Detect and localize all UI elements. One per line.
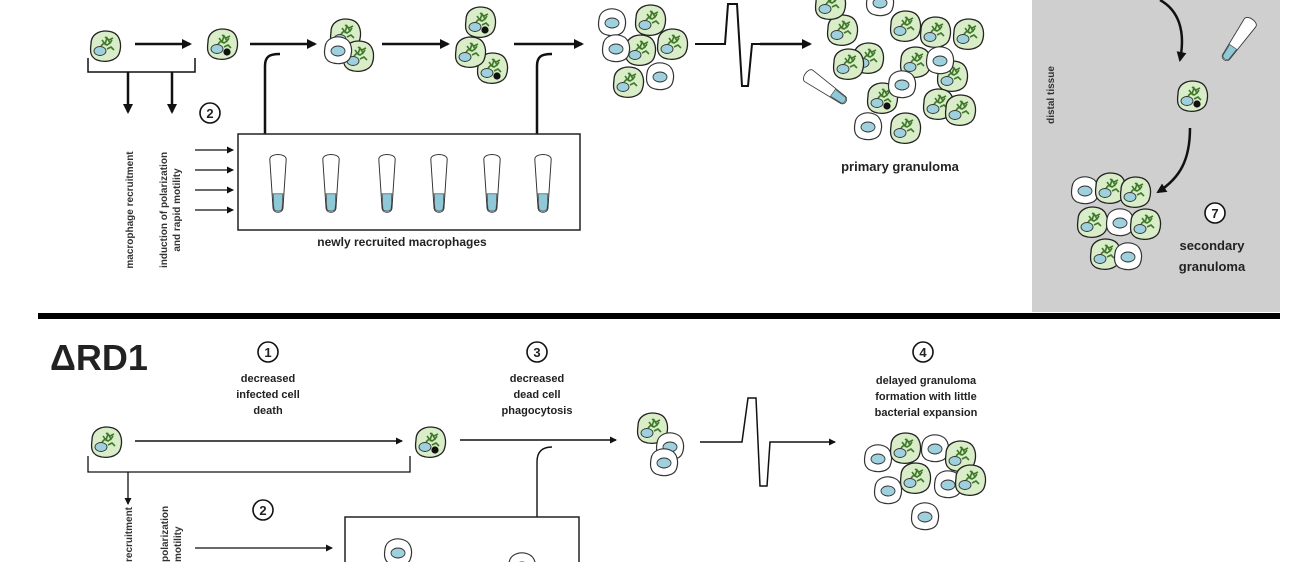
polarization-label-line2: motility xyxy=(173,526,184,562)
step-2-number: 2 xyxy=(206,106,213,121)
primary-granuloma-label: primary granuloma xyxy=(841,159,960,174)
step-1-label-line2: infected cell xyxy=(236,389,300,401)
polarization-label-line2: and rapid motility xyxy=(172,168,183,252)
step-4-label-line2: formation with little xyxy=(875,391,976,403)
recruited-macrophages-caption: newly recruited macrophages xyxy=(317,235,487,249)
macrophage-cluster-icon xyxy=(597,4,689,99)
infected-macrophage-icon xyxy=(1178,81,1208,111)
recruit-connector-line xyxy=(535,52,553,138)
step-2b-badge xyxy=(252,499,274,521)
secondary-granuloma-label-line2: granuloma xyxy=(1179,259,1246,274)
step-3-label-line1: decreased xyxy=(510,373,564,385)
macrophage-cluster-icon xyxy=(323,18,375,73)
step-1-number: 1 xyxy=(264,345,271,360)
step-3-label-line2: dead cell xyxy=(513,389,560,401)
recruited-macrophages-box xyxy=(344,516,580,562)
infected-macrophage-icon xyxy=(208,29,238,59)
macrophage-cluster-icon xyxy=(636,412,685,477)
step-1-badge xyxy=(257,341,279,363)
step-4-number: 4 xyxy=(919,345,927,360)
step-7-badge xyxy=(1204,202,1226,224)
infected-macrophage-icon xyxy=(416,427,446,457)
bracket xyxy=(87,58,196,73)
bracket xyxy=(87,456,411,473)
distal-tissue-panel xyxy=(1032,0,1280,312)
step-3-label-line3: phagocytosis xyxy=(502,405,573,417)
macrophage-recruitment-label: macrophage recruitment xyxy=(125,151,136,269)
infected-macrophage-icon xyxy=(90,426,123,459)
step-3-badge xyxy=(526,341,548,363)
step-1-label-line1: decreased xyxy=(241,373,295,385)
polarization-label-line1: polarization xyxy=(160,506,171,562)
step-4-label-line1: delayed granuloma xyxy=(876,375,977,387)
macrophage-cluster-icon xyxy=(454,7,508,83)
step-2-badge xyxy=(199,102,221,124)
section-divider xyxy=(38,313,1280,319)
arrow xyxy=(1159,0,1187,62)
recruitment-label: recruitment xyxy=(124,506,135,562)
polarization-label-line1: induction of polarization xyxy=(159,152,170,268)
step-1-label-line3: death xyxy=(253,405,283,417)
step-4-label-line3: bacterial expansion xyxy=(875,407,978,419)
secondary-granuloma-label-line1: secondary xyxy=(1179,238,1245,253)
time-break-symbol xyxy=(695,3,760,87)
infected-macrophage-icon xyxy=(89,30,122,63)
recruited-macrophages-box xyxy=(237,133,581,231)
primary-granuloma-icon xyxy=(800,0,985,145)
recruit-connector-line xyxy=(263,52,281,138)
time-break-symbol xyxy=(700,397,790,487)
delayed-granuloma-icon xyxy=(863,432,987,531)
step-3-number: 3 xyxy=(533,345,540,360)
recruitment-arrows xyxy=(195,146,234,214)
step-4-badge xyxy=(912,341,934,363)
arrow xyxy=(1156,127,1192,194)
distal-tissue-label: distal tissue xyxy=(1046,66,1057,124)
step-7-number: 7 xyxy=(1211,206,1218,221)
recruit-connector-line xyxy=(536,446,553,520)
strain-title: ΔRD1 xyxy=(50,337,148,378)
step-2b-number: 2 xyxy=(259,503,266,518)
